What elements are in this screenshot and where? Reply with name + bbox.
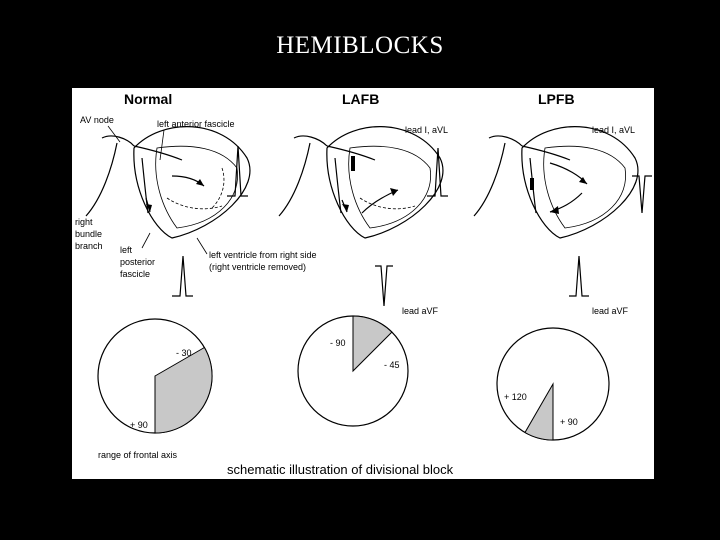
label-right-bundle-3: branch [75,241,103,251]
label-left-posterior-3: fascicle [120,269,150,279]
axis-circle-normal [97,318,213,434]
label-right-bundle-1: right [75,217,93,227]
normal-axis-label-1: - 30 [176,348,192,358]
normal-axis-label-2: + 90 [130,420,148,430]
ecg-lafb-lead-i [427,147,448,197]
lpfb-axis-label-2: + 90 [560,417,578,427]
ecg-normal-lead-i [227,145,248,197]
heading-normal: Normal [124,91,172,107]
label-left-anterior-fascicle: left anterior fascicle [157,119,235,129]
axis-circle-lafb [297,315,409,427]
lpfb-axis-label-1: + 120 [504,392,527,402]
heading-lpfb: LPFB [538,91,575,107]
hemiblocks-diagram: Normal LAFB LPFB AV node left anterior f… [75,91,652,477]
heart-lafb [278,126,444,239]
heart-normal [85,126,251,239]
label-av-node: AV node [80,115,114,125]
ecg-lafb-lead-avf [375,265,393,307]
normal-axis-caption: range of frontal axis [98,450,178,460]
ecg-lpfb-lead-avf [569,255,589,297]
heart-lpfb [473,126,639,239]
lafb-axis-label-1: - 90 [330,338,346,348]
slide-title: HEMIBLOCKS [276,32,444,59]
axis-circle-lpfb [496,327,610,441]
lpfb-lead-top: lead I, aVL [592,125,635,135]
label-left-posterior-1: left [120,245,133,255]
lafb-axis-label-2: - 45 [384,360,400,370]
label-lv-note-1: left ventricle from right side [209,250,317,260]
lafb-lead-top: lead I, aVL [405,125,448,135]
lpfb-lead-bottom: lead aVF [592,306,629,316]
lafb-lead-bottom: lead aVF [402,306,439,316]
label-left-posterior-2: posterior [120,257,155,267]
footer-caption: schematic illustration of divisional blo… [227,462,454,477]
hemiblocks-figure: Normal LAFB LPFB AV node left anterior f… [72,88,654,479]
ecg-normal-lead-avf [172,255,193,297]
label-right-bundle-2: bundle [75,229,102,239]
heading-lafb: LAFB [342,91,379,107]
label-lv-note-2: (right ventricle removed) [209,262,306,272]
ecg-lpfb-lead-i [632,175,652,214]
